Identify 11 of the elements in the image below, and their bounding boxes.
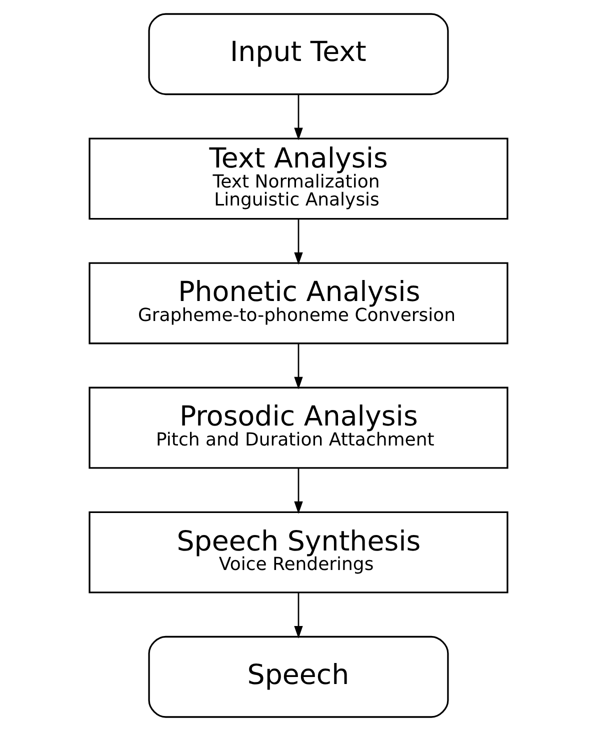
arrow (294, 592, 303, 638)
node-box: Input Text (148, 13, 449, 96)
node-box: Speech (148, 636, 449, 718)
node-box: Text Analysis Text Normalization Linguistic Analysis (88, 138, 508, 220)
arrow (294, 468, 303, 514)
node-box: Prosodic Analysis Pitch and Duration Attachment (88, 386, 508, 469)
node-box: Speech Synthesis Voice Renderings (88, 511, 508, 594)
arrow (294, 344, 303, 390)
arrow (294, 94, 303, 140)
arrow (294, 219, 303, 265)
node-box: Phonetic Analysis Grapheme-to-phoneme Conversion (88, 262, 508, 344)
